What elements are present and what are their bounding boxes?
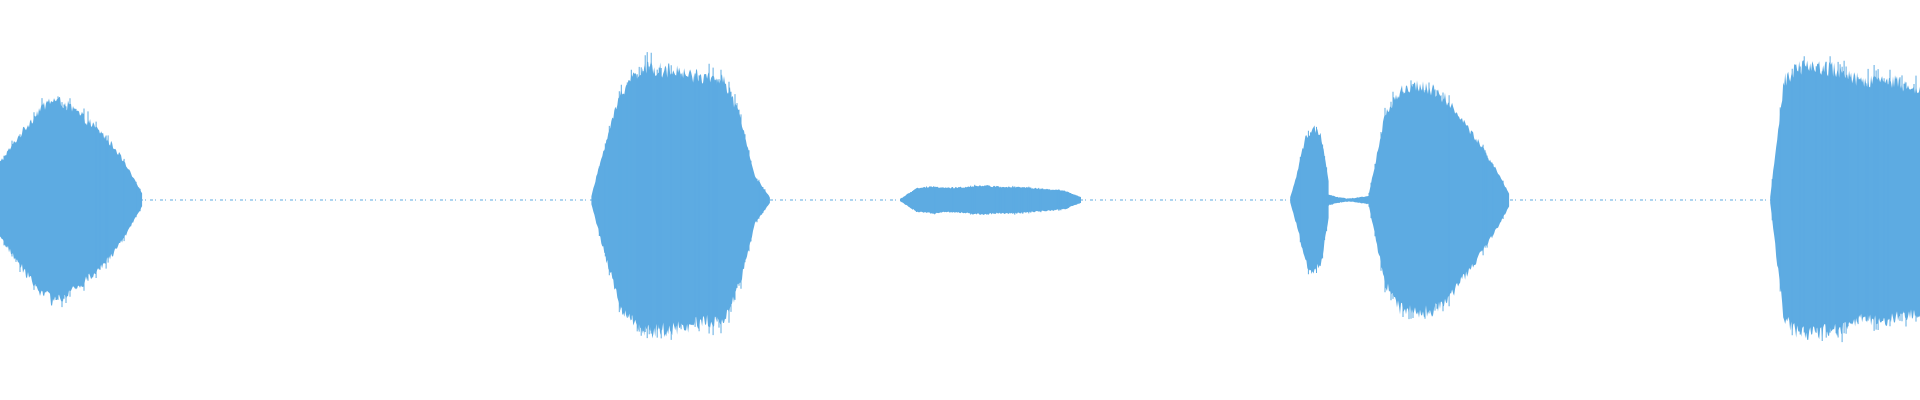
waveform-burst-4a-texture <box>1299 126 1328 275</box>
waveform-layer <box>0 52 1920 343</box>
waveform-burst-4b <box>1328 194 1369 206</box>
waveform-burst-3-texture <box>900 184 1080 215</box>
waveform-burst-6 <box>1770 60 1920 341</box>
waveform-burst-5 <box>1369 80 1510 318</box>
waveform-burst-3 <box>900 185 1081 215</box>
waveform-burst-1-texture <box>0 96 141 308</box>
waveform-burst-6-texture <box>1771 56 1917 343</box>
waveform-burst-4b-texture <box>1328 194 1368 206</box>
waveform-burst-4a <box>1290 125 1329 275</box>
waveform-burst-2-texture <box>598 52 766 340</box>
waveform-burst-5-texture <box>1368 80 1504 320</box>
